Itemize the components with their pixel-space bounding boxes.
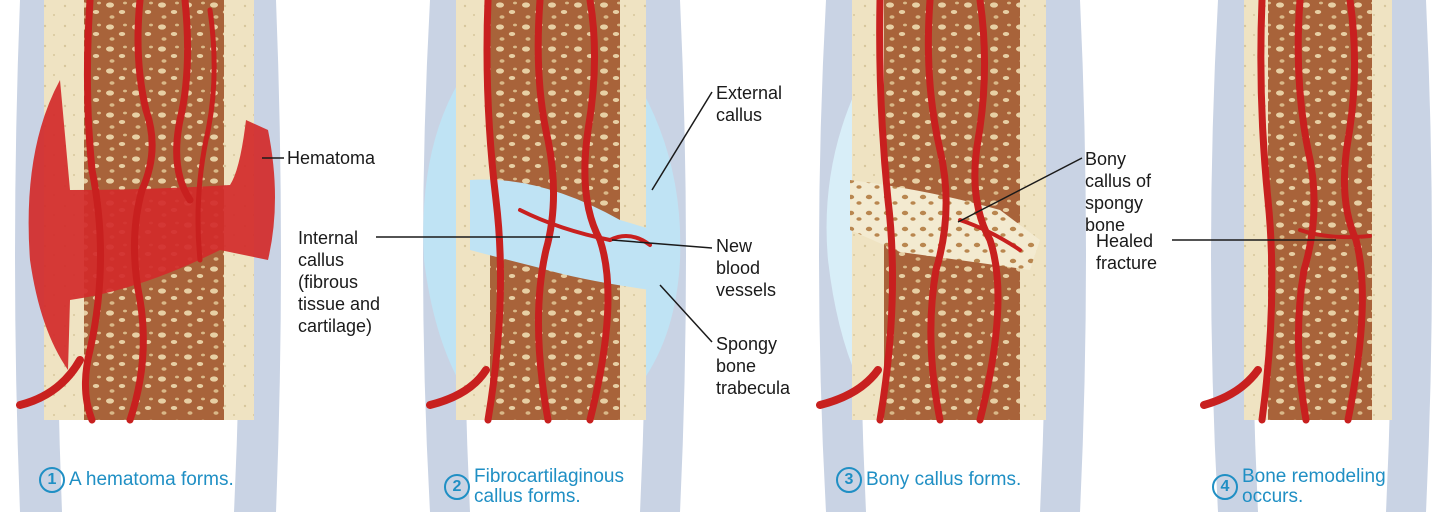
label-internal-callus: Internal callus (fibrous tissue and cart… [298,227,380,337]
panel-hematoma [15,0,281,512]
step-text: Fibrocartilaginous callus forms. [474,467,624,507]
panel-bony-callus [819,0,1086,512]
step-text: Bony callus forms. [866,470,1021,490]
label-bony-callus: Bony callus of spongy bone [1085,148,1151,236]
step-number-badge: 4 [1212,474,1238,500]
step-number-badge: 2 [444,474,470,500]
step-number-badge: 3 [836,467,862,493]
panel-remodeling [1204,0,1432,512]
step-number-badge: 1 [39,467,65,493]
label-hematoma: Hematoma [287,147,375,169]
step-text: Bone remodeling occurs. [1242,467,1386,507]
periosteum-right [1040,0,1086,512]
periosteum-right [1386,0,1432,512]
label-spongy-bone-trabecula: Spongy bone trabecula [716,333,790,399]
label-external-callus: External callus [716,82,782,126]
step-text: A hematoma forms. [69,470,234,490]
label-new-blood-vessels: New blood vessels [716,235,776,301]
panel-fibrocartilaginous [423,0,686,512]
label-healed-fracture: Healed fracture [1096,230,1157,274]
